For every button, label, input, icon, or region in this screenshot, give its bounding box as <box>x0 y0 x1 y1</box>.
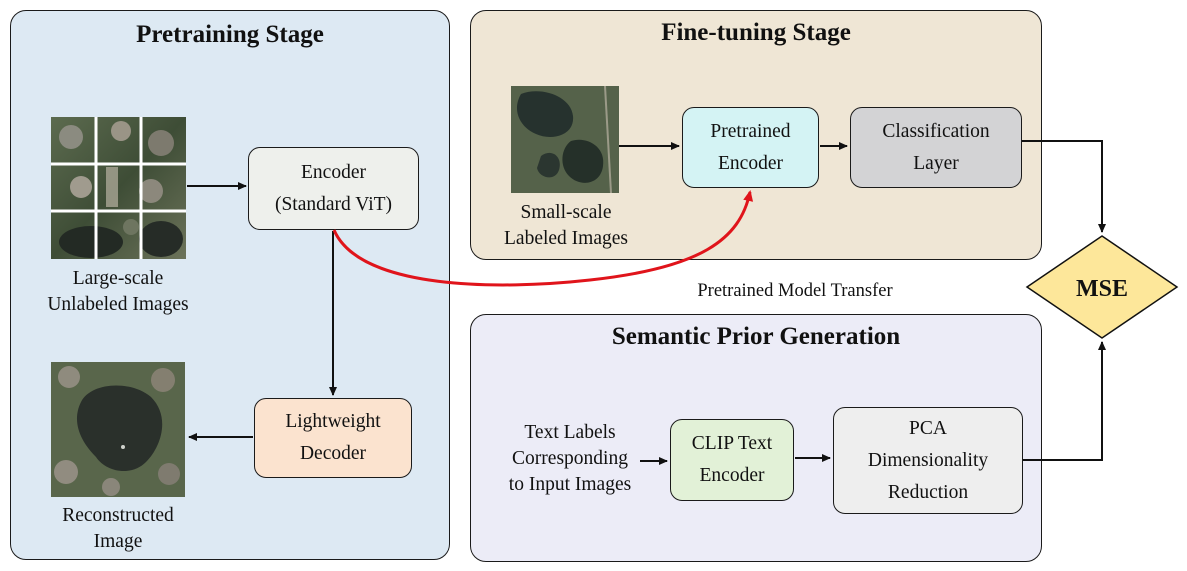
mse-diamond <box>1025 235 1179 339</box>
pca-line1: PCA <box>909 417 947 439</box>
classification-layer-line1: Classification <box>882 120 990 142</box>
labeled-images-caption: Small-scale Labeled Images <box>488 200 644 252</box>
mse-label: MSE <box>1076 276 1128 302</box>
finetuning-stage-title: Fine-tuning Stage <box>661 19 851 46</box>
labeled-caption-line2: Labeled Images <box>504 228 628 249</box>
classification-layer-line2: Layer <box>913 152 959 174</box>
unlabeled-images-caption: Large-scale Unlabeled Images <box>20 266 216 318</box>
decoder-label-line2: Decoder <box>299 443 367 464</box>
labeled-images-thumbnail <box>511 86 619 193</box>
lightweight-decoder-box: Lightweight Decoder <box>254 398 412 478</box>
encoder-label: Encoder <box>301 161 366 183</box>
pretrained-model-transfer-arrow <box>332 190 754 287</box>
reconstructed-caption-line2: Image <box>93 531 143 552</box>
semantic-prior-title: Semantic Prior Generation <box>611 323 901 350</box>
text-labels-line2: Corresponding <box>512 448 628 469</box>
arrow-pca-to-mse <box>1023 341 1106 461</box>
pretrained-encoder-line2: Encoder <box>718 152 783 174</box>
unlabeled-caption-line2: Unlabeled Images <box>47 294 189 315</box>
clip-encoder-line1: CLIP Text <box>691 433 773 454</box>
pretrained-encoder-box: Pretrained Encoder <box>682 107 819 188</box>
clip-encoder-line2: Encoder <box>699 465 765 486</box>
text-labels-line1: Text Labels <box>524 422 616 443</box>
pretraining-stage-title: Pretraining Stage <box>136 21 324 48</box>
text-labels-line3: to Input Images <box>508 474 632 495</box>
unlabeled-images-patch-grid <box>51 117 186 259</box>
pca-line3: Reduction <box>887 481 969 503</box>
clip-text-encoder-box: CLIP Text Encoder <box>670 419 794 501</box>
encoder-sublabel: (Standard ViT) <box>274 193 393 215</box>
labeled-caption-line1: Small-scale <box>520 202 612 223</box>
pretrained-model-transfer-label: Pretrained Model Transfer <box>697 281 893 301</box>
pca-line2: Dimensionality <box>867 449 989 471</box>
reconstructed-caption-line1: Reconstructed <box>62 505 174 526</box>
pretrained-encoder-line1: Pretrained <box>710 120 791 142</box>
arrow-classification-to-mse <box>1022 140 1106 233</box>
decoder-label-line1: Lightweight <box>285 411 381 432</box>
text-labels-input: Text Labels Corresponding to Input Image… <box>493 420 647 498</box>
encoder-standard-vit-box: Encoder (Standard ViT) <box>248 147 419 230</box>
reconstructed-image-caption: Reconstructed Image <box>20 503 216 555</box>
unlabeled-caption-line1: Large-scale <box>72 268 164 289</box>
reconstructed-image <box>51 362 185 497</box>
classification-layer-box: Classification Layer <box>850 107 1022 188</box>
pca-dimensionality-reduction-box: PCA Dimensionality Reduction <box>833 407 1023 514</box>
